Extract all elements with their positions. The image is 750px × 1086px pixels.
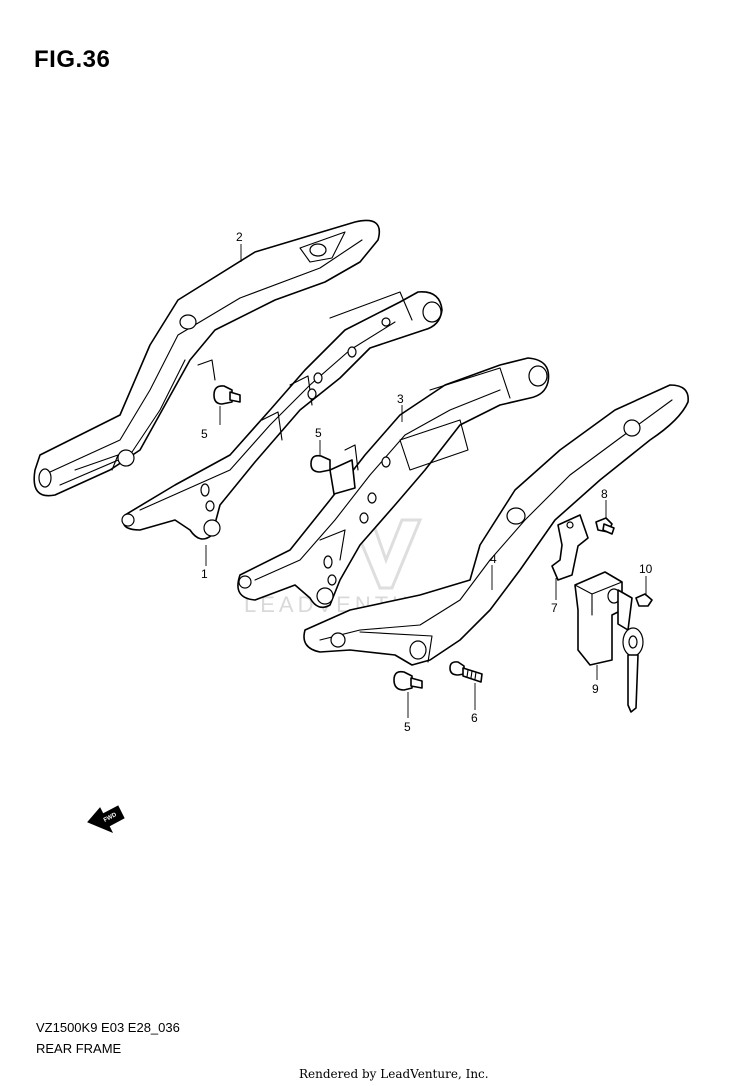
bolt-5-upper-left bbox=[213, 385, 241, 405]
bolt-5-lower bbox=[393, 670, 423, 691]
callout-9: 9 bbox=[592, 682, 599, 696]
callout-8: 8 bbox=[601, 487, 608, 501]
callout-2: 2 bbox=[236, 230, 243, 244]
callout-3: 3 bbox=[397, 392, 404, 406]
part-9-seat-lock bbox=[574, 571, 644, 713]
part-1-left-frame-rail bbox=[121, 291, 443, 540]
part-4-frame-cover bbox=[303, 384, 689, 666]
bolt-10 bbox=[635, 593, 653, 607]
section-title: REAR FRAME bbox=[36, 1041, 122, 1056]
bolt-6 bbox=[449, 661, 483, 683]
bolt-5-middle bbox=[310, 454, 331, 473]
callout-5-middle: 5 bbox=[315, 426, 322, 440]
callout-5-lower: 5 bbox=[404, 720, 411, 734]
part-2-frame-cover bbox=[33, 219, 380, 497]
model-code: VZ1500K9 E03 E28_036 bbox=[36, 1020, 180, 1035]
callout-7: 7 bbox=[551, 601, 558, 615]
bolt-8 bbox=[595, 517, 615, 535]
fwd-arrow-icon: FWD bbox=[87, 805, 125, 833]
callout-4: 4 bbox=[490, 552, 497, 566]
render-credit: Rendered by LeadVenture, Inc. bbox=[299, 1067, 489, 1081]
leader-lines bbox=[205, 244, 647, 718]
callout-10: 10 bbox=[639, 562, 653, 576]
part-7-lock-bracket bbox=[551, 514, 589, 581]
part-3-bracket bbox=[329, 459, 356, 495]
part-3-right-frame-rail bbox=[237, 357, 550, 609]
callout-5-upper-left: 5 bbox=[201, 427, 208, 441]
callout-1: 1 bbox=[201, 567, 208, 581]
figure-title: FIG.36 bbox=[34, 46, 111, 73]
callout-6: 6 bbox=[471, 711, 478, 725]
